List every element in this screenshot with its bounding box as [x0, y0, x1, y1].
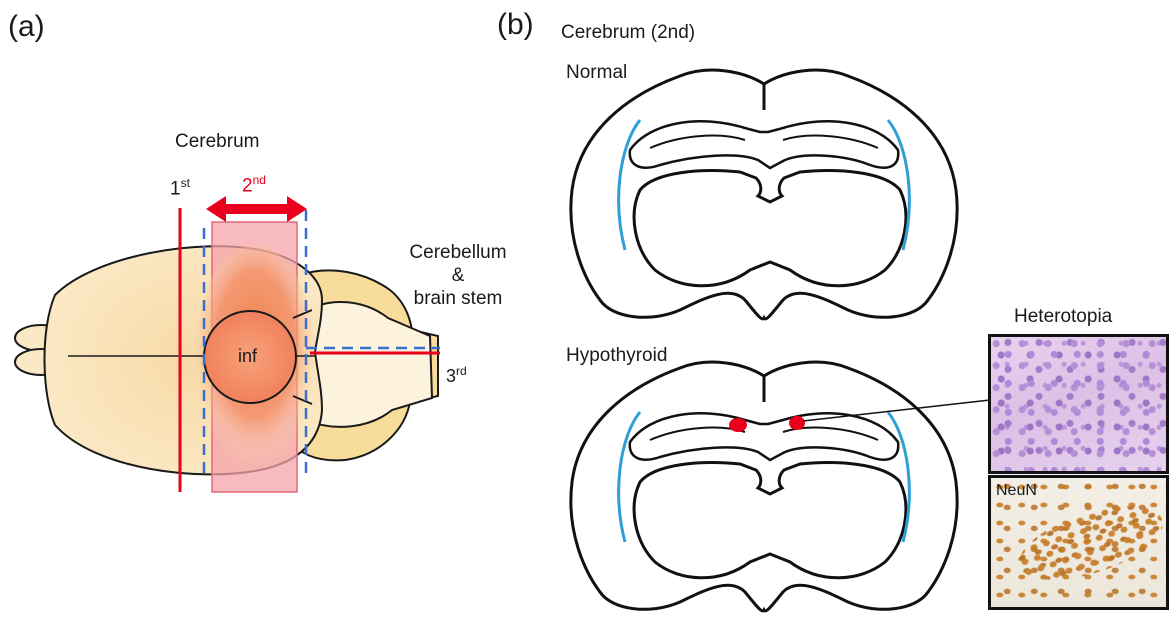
first-cut-label: 1st — [170, 176, 190, 200]
panel-b-label: (b) — [497, 8, 534, 42]
inf-label: inf — [238, 346, 257, 367]
brain-stem-shape — [305, 302, 432, 427]
heterotopia-label: Heterotopia — [1014, 306, 1112, 328]
second-cut-sup: nd — [253, 173, 266, 187]
first-cut-number: 1 — [170, 178, 181, 199]
neun-positive-band — [1010, 491, 1169, 594]
cerebellum-line3: brain stem — [388, 287, 528, 310]
he-stain-image — [988, 334, 1169, 474]
first-cut-sup: st — [181, 176, 190, 190]
cerebrum-label: Cerebrum — [175, 131, 259, 153]
coronal-section-normal — [571, 70, 957, 319]
normal-label: Normal — [566, 62, 627, 84]
heterotopia-spot-left — [729, 418, 747, 432]
coronal-section-hypothyroid — [571, 362, 957, 611]
second-cut-label: 2nd — [242, 173, 266, 197]
second-double-arrow — [206, 196, 307, 222]
second-cut-number: 2 — [242, 175, 253, 196]
cerebellum-line1: Cerebellum — [388, 241, 528, 264]
third-cut-sup: rd — [456, 364, 467, 378]
neun-stain-image: NeuN — [988, 475, 1169, 610]
third-cut-number: 3 — [446, 366, 456, 386]
hypothyroid-label: Hypothyroid — [566, 345, 667, 367]
neun-label: NeuN — [996, 482, 1037, 500]
third-cut-label: 3rd — [446, 364, 467, 387]
panel-a-brain-diagram — [15, 196, 440, 492]
panel-a-label: (a) — [8, 10, 45, 44]
cerebellum-line2: & — [388, 264, 528, 287]
cerebellum-label: Cerebellum & brain stem — [388, 241, 528, 310]
panel-b-title: Cerebrum (2nd) — [561, 22, 695, 44]
heterotopia-spot-right — [789, 416, 805, 430]
